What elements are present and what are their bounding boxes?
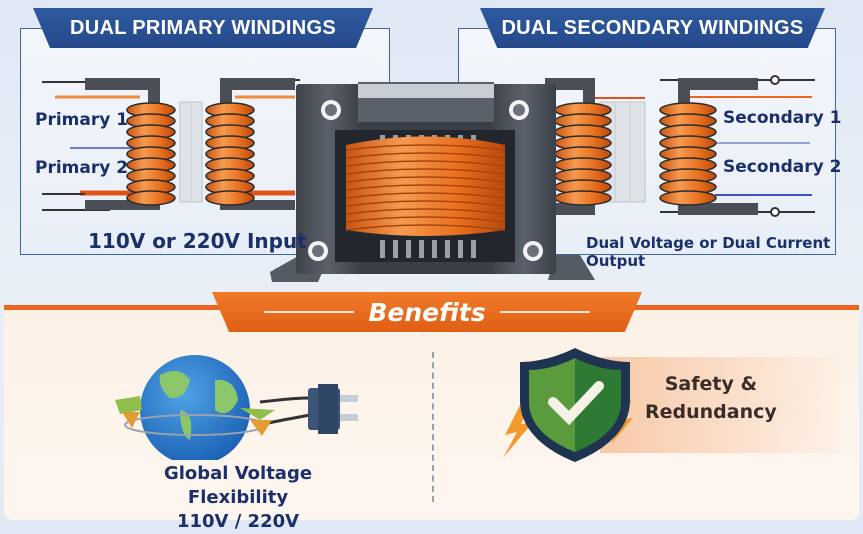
coil-turn [345,152,506,159]
benefits-divider [432,352,434,502]
coil-turn [345,200,506,207]
banner-rule-left [264,311,355,313]
coil-turn [345,144,506,151]
primary-title: DUAL PRIMARY WINDINGS [70,16,336,39]
coil-turn [554,190,612,206]
coil-turn [345,224,506,231]
primary-title-banner: DUAL PRIMARY WINDINGS [33,8,373,48]
lamination-tooth [471,240,476,258]
benefit-1-label: Global Voltage Flexibility 110V / 220V [163,463,313,532]
coil-turn [345,160,506,167]
transformer-diagram [42,75,815,282]
lamination-tooth [432,240,437,258]
primary-2-label: Primary 2 [35,158,129,178]
primary-coil-right [205,102,255,206]
secondary-title: DUAL SECONDARY WINDINGS [501,16,804,39]
secondary-coil-right [659,102,717,206]
primary-caption: 110V or 220V Input [88,229,307,253]
lamination-tooth [419,240,424,258]
lamination-tooth [393,240,398,258]
coil-turn [205,190,255,206]
secondary-2-label: Secondary 2 [723,157,842,177]
benefit-2-label: Safety & Redundancy [645,373,777,423]
lamination-tooth [406,240,411,258]
coil-turn [345,192,506,199]
lamination-tooth [445,240,450,258]
benefits-banner: Benefits [212,292,642,332]
coil-turn [126,190,176,206]
lamination-tooth [458,240,463,258]
banner-rule-right [499,311,590,313]
lamination-tooth [380,240,385,258]
center-coil-windings [345,144,506,231]
coil-turn [345,168,506,175]
secondary-caption: Dual Voltage or Dual Current Output [586,234,831,270]
secondary-1-label: Secondary 1 [723,108,842,128]
coil-turn [345,176,506,183]
primary-1-label: Primary 1 [35,110,129,130]
benefits-title: Benefits [368,297,486,327]
center-transformer [270,82,595,282]
globe-plug-icon [115,355,358,460]
secondary-coil-left [554,102,612,206]
coil-turn [345,184,506,191]
shield-check-icon [503,348,633,462]
safety-highlight [600,357,840,453]
coil-turn [345,216,506,223]
secondary-title-banner: DUAL SECONDARY WINDINGS [480,8,825,48]
primary-coil-left [126,102,176,206]
coil-turn [659,190,717,206]
coil-turn [345,208,506,215]
